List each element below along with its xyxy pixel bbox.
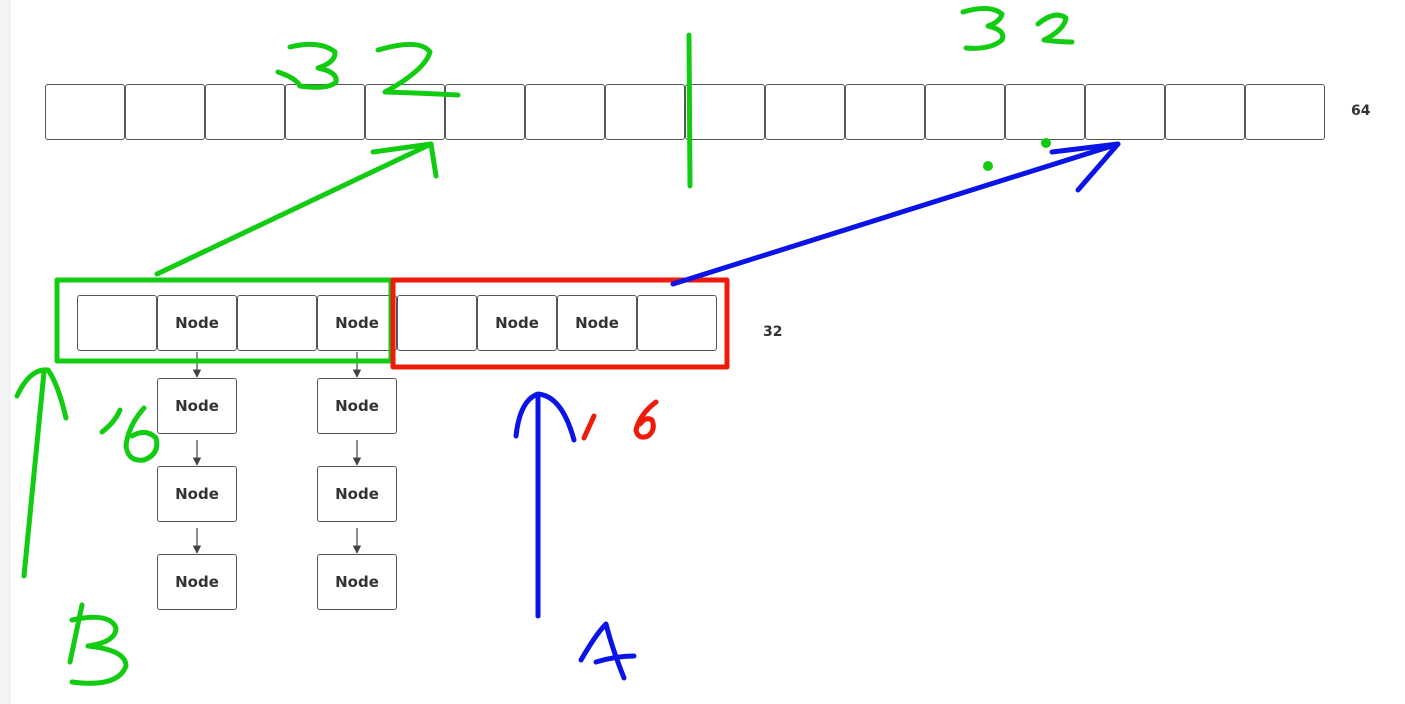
small-array-size-label: 32 — [763, 324, 783, 340]
small-array-slot — [237, 295, 317, 351]
large-array-slot — [525, 84, 605, 140]
large-array-slot — [1165, 84, 1245, 140]
high-to-high-arrow — [670, 141, 1121, 287]
handwritten-b-label-mark — [67, 602, 129, 686]
large-array-slot — [205, 84, 285, 140]
large-array-slot — [605, 84, 685, 140]
upper-half-highlight-box — [390, 277, 730, 370]
large-array-slot — [925, 84, 1005, 140]
node-a-upward-arrowhead — [513, 391, 577, 443]
large-array-slot — [685, 84, 765, 140]
large-array-slot — [1085, 84, 1165, 140]
small-array-slot: Node — [317, 295, 397, 351]
chain-node: Node — [157, 378, 237, 434]
large-array-slot — [45, 84, 125, 140]
node-b-upward-arrowhead — [14, 367, 69, 421]
canvas-left-edge — [0, 0, 11, 704]
handwritten-32-left-mark — [275, 41, 461, 98]
handwritten-a-label-mark — [578, 621, 637, 681]
chain-node: Node — [317, 378, 397, 434]
small-array-slot — [77, 295, 157, 351]
low-to-low-arrowhead — [370, 141, 439, 179]
handwritten-16-red-mark — [581, 399, 659, 441]
low-to-low-arrow — [154, 141, 434, 277]
small-array-slot — [637, 295, 717, 351]
large-array-size-label: 64 — [1351, 103, 1371, 119]
split-divider-line — [686, 32, 693, 189]
large-array-slot — [1245, 84, 1325, 140]
chain-node: Node — [157, 554, 237, 610]
lower-half-highlight-box — [54, 277, 394, 364]
small-array-slot: Node — [477, 295, 557, 351]
chain-node: Node — [317, 466, 397, 522]
high-to-high-arrowhead — [1049, 141, 1121, 193]
small-array-slot — [397, 295, 477, 351]
small-array-slot: Node — [557, 295, 637, 351]
large-array-slot — [765, 84, 845, 140]
large-array-slot — [845, 84, 925, 140]
chain-node: Node — [317, 554, 397, 610]
chain-node: Node — [157, 466, 237, 522]
handwritten-16-green-mark — [99, 405, 160, 463]
large-array-slot — [125, 84, 205, 140]
large-array-slot — [445, 84, 525, 140]
node-b-upward-arrow — [21, 369, 47, 579]
stray-dot-mark — [983, 161, 993, 171]
small-array-slot: Node — [157, 295, 237, 351]
stray-dot-mark — [1041, 138, 1051, 148]
handwritten-32-right-mark — [960, 6, 1075, 51]
